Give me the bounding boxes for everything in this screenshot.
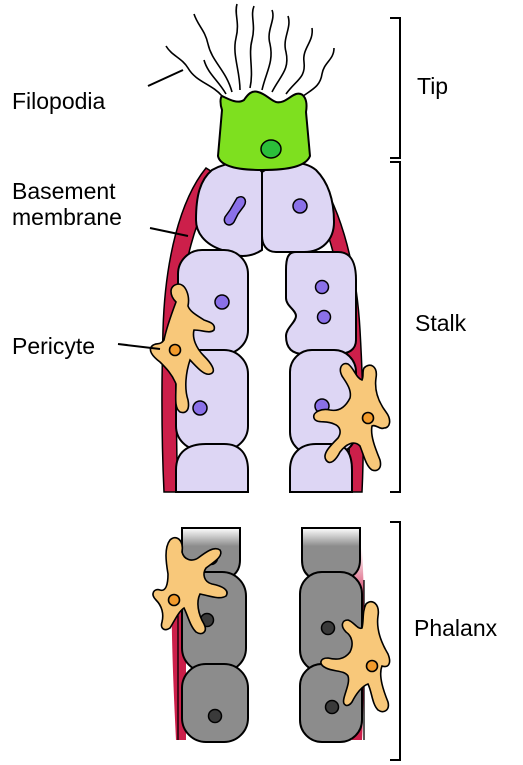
filopodia — [166, 4, 334, 100]
label-basement-line2: membrane — [12, 204, 122, 230]
label-basement-membrane: Basement membrane — [12, 178, 122, 230]
phalanx-cell — [182, 664, 248, 742]
stalk-cell — [176, 444, 248, 492]
tip-cell — [218, 91, 310, 170]
pericyte-nucleus — [367, 661, 378, 672]
stalk-cell — [196, 163, 262, 256]
bracket-tip — [390, 18, 400, 158]
stalk-nucleus — [318, 311, 331, 324]
bracket-stalk — [390, 162, 400, 492]
label-basement-line1: Basement — [12, 178, 122, 204]
stalk-nucleus — [193, 401, 207, 415]
phalanx-nucleus — [322, 622, 335, 635]
filopodia-pointer — [148, 70, 183, 86]
label-filopodia: Filopodia — [12, 88, 105, 114]
label-stalk: Stalk — [415, 310, 466, 336]
label-tip: Tip — [417, 73, 448, 99]
pericyte-nucleus — [170, 345, 181, 356]
bracket-phalanx — [390, 522, 400, 760]
label-pericyte: Pericyte — [12, 333, 95, 359]
tip-nucleus — [261, 140, 281, 158]
label-phalanx: Phalanx — [414, 615, 497, 641]
stalk-nucleus — [293, 199, 307, 213]
pericyte-nucleus — [169, 595, 180, 606]
pericyte-nucleus — [363, 413, 374, 424]
stalk-cell — [286, 252, 356, 354]
stalk-nucleus — [215, 295, 229, 309]
phalanx-nucleus — [209, 710, 222, 723]
phalanx-nucleus — [326, 701, 339, 714]
stalk-cell — [290, 444, 352, 492]
stalk-nucleus — [316, 281, 329, 294]
